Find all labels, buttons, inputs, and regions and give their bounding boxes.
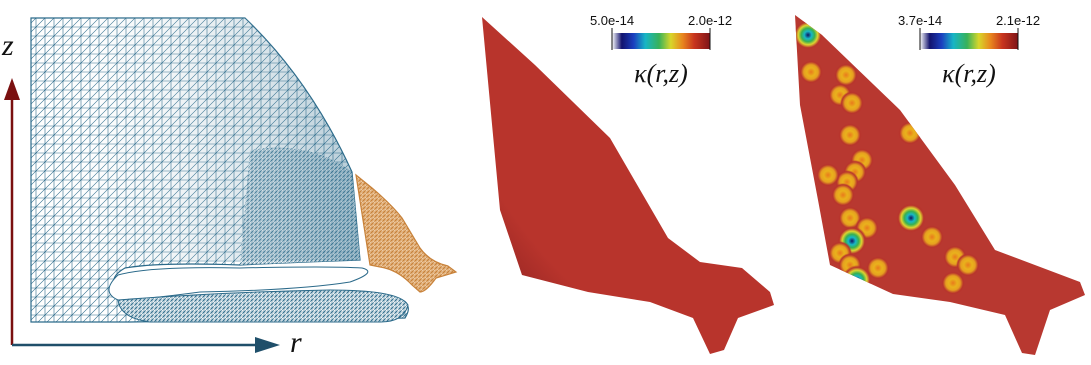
permeability-spot: [866, 256, 890, 280]
permeability-spot: [896, 203, 926, 233]
permeability-spot: [840, 91, 864, 115]
permeability-spot: [898, 121, 922, 145]
permeability-spot: [816, 163, 840, 187]
smooth-colorbar-gradient: [612, 33, 710, 49]
permeability-spot: [956, 253, 980, 277]
smooth-field-domain: [482, 17, 774, 354]
permeability-spot: [831, 183, 855, 207]
random-field-label: κ(r,z): [942, 59, 996, 88]
random-colorbar: 3.7e-14 2.1e-12 κ(r,z): [898, 13, 1040, 88]
smooth-colorbar-max-label: 2.0e-12: [688, 13, 732, 28]
permeability-spot: [799, 60, 823, 84]
smooth-field-panel: 5.0e-14 2.0e-12 κ(r,z): [482, 13, 774, 354]
smooth-field-label: κ(r,z): [634, 59, 688, 88]
permeability-spot: [920, 225, 944, 249]
smooth-colorbar-min-label: 5.0e-14: [590, 13, 634, 28]
random-colorbar-max-label: 2.1e-12: [996, 13, 1040, 28]
permeability-spot: [838, 123, 862, 147]
smooth-colorbar: 5.0e-14 2.0e-12 κ(r,z): [590, 13, 732, 88]
permeability-spot: [795, 20, 823, 50]
secondary-mesh-domain: [355, 173, 458, 293]
r-axis-arrowhead: [255, 337, 280, 353]
z-axis-arrowhead: [4, 78, 20, 100]
permeability-spot: [834, 63, 858, 87]
random-colorbar-min-label: 3.7e-14: [898, 13, 942, 28]
mesh-panel: z r: [1, 17, 458, 359]
permeability-spot: [818, 271, 842, 295]
r-axis-label: r: [290, 326, 302, 359]
random-colorbar-gradient: [920, 33, 1018, 49]
permeability-spot: [842, 265, 872, 295]
permeability-spot: [941, 271, 965, 295]
random-field-panel: 3.7e-14 2.1e-12 κ(r,z): [795, 13, 1085, 355]
z-axis-label: z: [1, 29, 14, 62]
